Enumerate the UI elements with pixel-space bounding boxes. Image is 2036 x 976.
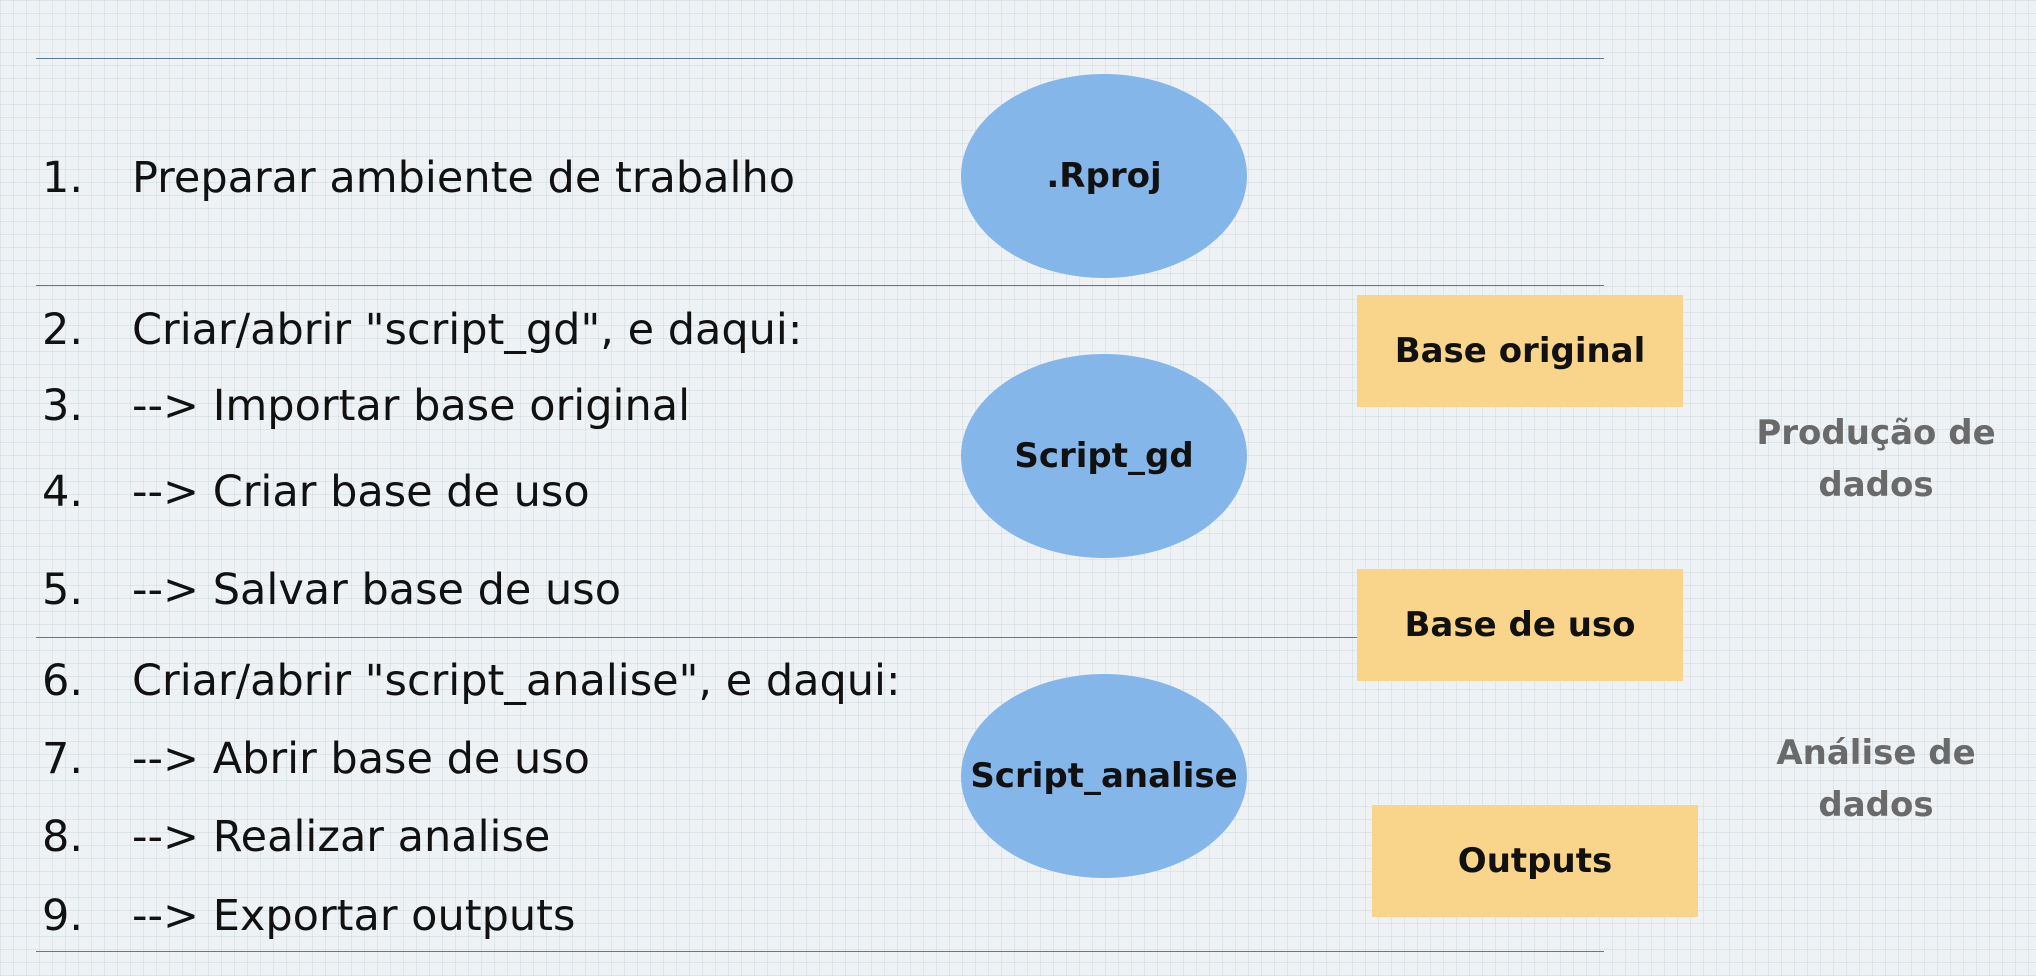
step-text: Criar/abrir "script_gd", e daqui: [132,305,803,355]
divider-bottom [36,951,1604,952]
base-original-box: Base original [1357,295,1683,407]
step-number: 2. [42,305,84,355]
script-analise-ellipse: Script_analise [961,674,1247,878]
script-analise-label: Script_analise [970,756,1238,796]
step-number: 8. [42,812,84,862]
divider-top [36,58,1604,59]
rproj-ellipse: .Rproj [961,74,1247,278]
base-original-label: Base original [1394,331,1646,371]
step-number: 3. [42,381,84,431]
step-1: 1. Preparar ambiente de trabalho [42,152,795,204]
analise-de-dados-label: Análise de dados [1746,727,2006,831]
step-number: 9. [42,891,84,941]
step-number: 7. [42,734,84,784]
outputs-box: Outputs [1372,805,1698,917]
step-9: 9. --> Exportar outputs [42,890,575,942]
step-5: 5. --> Salvar base de uso [42,564,621,616]
outputs-label: Outputs [1457,841,1613,881]
step-text: --> Abrir base de uso [132,734,590,784]
step-number: 5. [42,565,84,615]
step-7: 7. --> Abrir base de uso [42,733,590,785]
base-de-uso-box: Base de uso [1357,569,1683,681]
step-8: 8. --> Realizar analise [42,811,550,863]
script-gd-ellipse: Script_gd [961,354,1247,558]
script-gd-label: Script_gd [1014,436,1194,476]
producao-de-dados-label: Produção de dados [1746,407,2006,511]
step-text: --> Criar base de uso [132,467,590,517]
divider-2 [36,637,1604,638]
divider-1 [36,285,1604,286]
step-text: Preparar ambiente de trabalho [132,153,796,203]
step-text: --> Exportar outputs [132,891,576,941]
step-text: --> Salvar base de uso [132,565,622,615]
analise-line-1: Análise de [1776,733,1976,773]
step-number: 6. [42,656,84,706]
step-number: 1. [42,153,84,203]
step-2: 2. Criar/abrir "script_gd", e daqui: [42,304,802,356]
producao-line-2: dados [1818,465,1934,505]
base-de-uso-label: Base de uso [1404,605,1636,645]
step-3: 3. --> Importar base original [42,380,690,432]
step-text: Criar/abrir "script_analise", e daqui: [132,656,901,706]
analise-line-2: dados [1818,785,1934,825]
producao-line-1: Produção de [1756,413,1996,453]
rproj-label: .Rproj [1046,156,1162,196]
step-number: 4. [42,467,84,517]
step-6: 6. Criar/abrir "script_analise", e daqui: [42,655,900,707]
step-4: 4. --> Criar base de uso [42,466,590,518]
step-text: --> Realizar analise [132,812,551,862]
step-text: --> Importar base original [132,381,691,431]
